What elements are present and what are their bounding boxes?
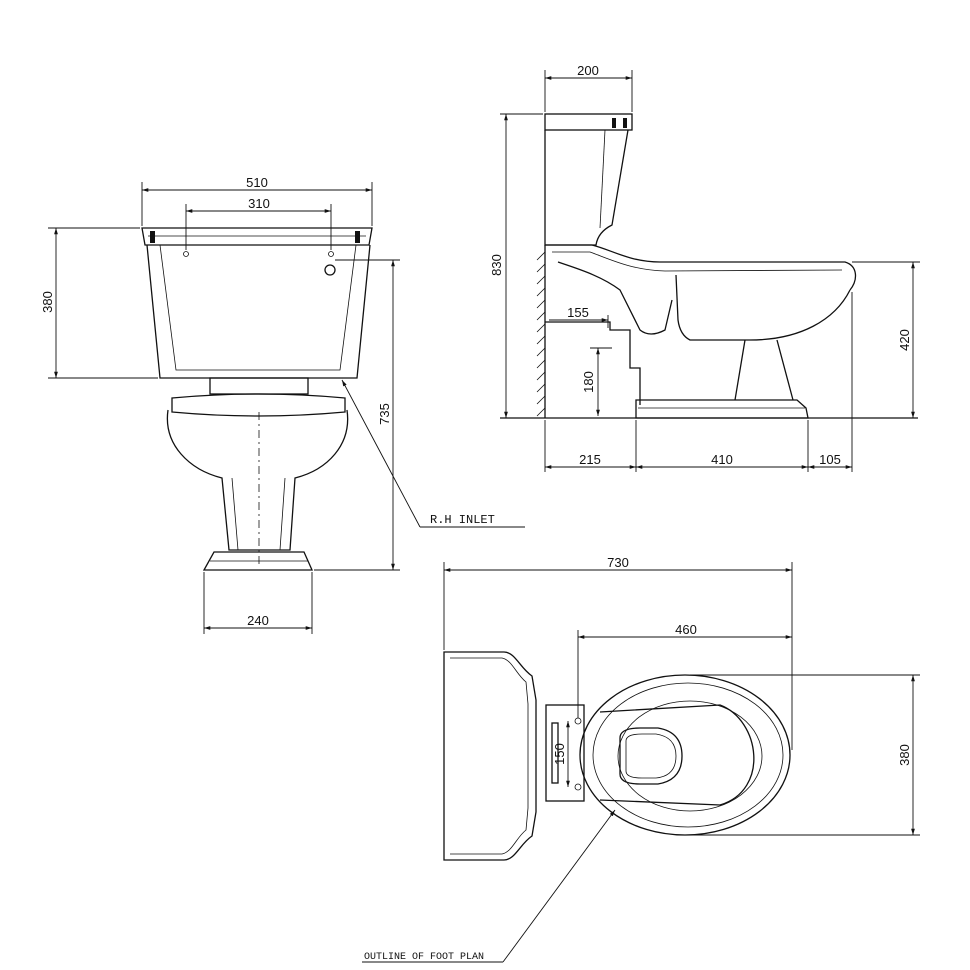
seat-fixing-hole-top xyxy=(574,717,582,725)
foot-plinth xyxy=(202,551,314,571)
dim-155: 155 xyxy=(549,305,609,328)
side-pan-top xyxy=(545,244,857,291)
dim-735-text: 735 xyxy=(377,403,392,425)
fixing-hole-right xyxy=(328,251,334,257)
dim-240-text: 240 xyxy=(247,613,269,628)
side-view: 200 830 155 180 420 xyxy=(489,63,920,472)
dim-180-text: 180 xyxy=(581,371,596,393)
plan-cistern xyxy=(443,651,537,861)
dim-510-text: 510 xyxy=(246,175,268,190)
dim-310: 310 xyxy=(185,196,332,250)
dim-105: 105 xyxy=(808,292,853,472)
dim-730: 730 xyxy=(443,555,793,750)
rh-inlet-note: R.H INLET xyxy=(341,379,525,528)
rh-inlet-text: R.H INLET xyxy=(430,513,495,527)
dim-735: 735 xyxy=(314,259,400,571)
side-cistern-lid xyxy=(544,113,633,131)
dim-150: 150 xyxy=(552,721,570,787)
dim-460-text: 460 xyxy=(675,622,697,637)
dim-460: 460 xyxy=(577,622,792,718)
lid-end-right xyxy=(355,231,360,243)
side-trapway xyxy=(557,261,673,335)
fixing-hole-left xyxy=(183,251,189,257)
dim-200-text: 200 xyxy=(577,63,599,78)
seat-fixing-hole-bottom xyxy=(574,783,582,791)
side-plinth xyxy=(635,399,809,419)
front-view: 510 310 380 735 240 xyxy=(40,175,525,634)
dim-215: 215 xyxy=(544,420,637,472)
dim-150-text: 150 xyxy=(552,743,567,765)
side-cistern-body xyxy=(544,129,629,246)
dim-200: 200 xyxy=(544,63,633,112)
plan-bowl-outer xyxy=(579,674,791,836)
bowl-neck xyxy=(209,377,309,395)
wall-hatch xyxy=(536,245,546,418)
plan-seat xyxy=(599,704,755,806)
dim-215-text: 215 xyxy=(579,452,601,467)
dim-830-text: 830 xyxy=(489,254,504,276)
cistern-body xyxy=(146,244,371,379)
cistern-lid xyxy=(141,227,373,246)
dim-510: 510 xyxy=(141,175,373,226)
dim-830: 830 xyxy=(489,113,543,418)
side-outlet xyxy=(545,321,641,405)
dim-380-plan: 380 xyxy=(690,674,920,836)
dim-105-text: 105 xyxy=(819,452,841,467)
dim-155-text: 155 xyxy=(567,305,589,320)
foot-plan-note: OUTLINE OF FOOT PLAN xyxy=(362,809,616,963)
plan-opening xyxy=(619,727,683,785)
dim-420-text: 420 xyxy=(897,329,912,351)
dim-380-vertical-text: 380 xyxy=(40,291,55,313)
plan-view: 730 460 150 380 OUTLINE OF FOOT PLAN xyxy=(362,555,920,963)
dim-380-plan-text: 380 xyxy=(897,744,912,766)
dim-410-text: 410 xyxy=(711,452,733,467)
dim-310-text: 310 xyxy=(248,196,270,211)
plan-hinge-block xyxy=(545,704,585,802)
dim-730-text: 730 xyxy=(607,555,629,570)
plan-seat-inner xyxy=(617,700,763,812)
inlet-hole xyxy=(324,264,336,276)
dim-240: 240 xyxy=(203,572,313,634)
side-foot xyxy=(734,339,794,401)
lid-end-left xyxy=(150,231,155,243)
foot-plan-text: OUTLINE OF FOOT PLAN xyxy=(364,952,484,963)
dim-410: 410 xyxy=(636,420,809,472)
side-bowl-front xyxy=(675,274,851,341)
bowl-rim xyxy=(171,393,346,417)
dim-180: 180 xyxy=(581,347,612,416)
bowl-body xyxy=(166,409,349,551)
dim-380-vertical: 380 xyxy=(40,227,158,379)
dim-420: 420 xyxy=(852,261,920,418)
